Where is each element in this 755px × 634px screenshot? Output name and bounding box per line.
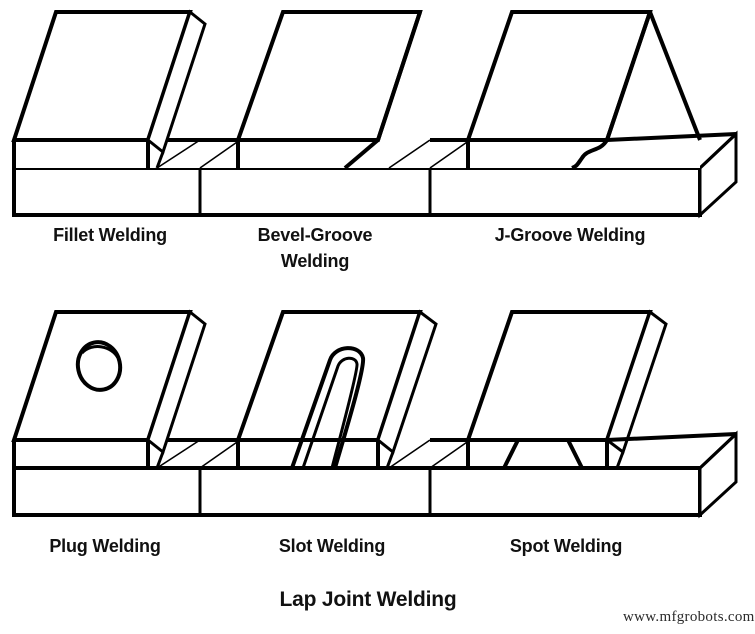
base-plate-front-lower-upper-row bbox=[12, 166, 702, 217]
slot-spot-gap-line-a bbox=[388, 439, 431, 469]
spot-nugget-right-slant bbox=[566, 439, 584, 469]
fillet-bevel-gap-line-a bbox=[156, 139, 201, 169]
slot-cut-inner bbox=[301, 356, 359, 469]
lower-row-right-plate-upper-edge bbox=[606, 432, 737, 442]
label-fillet-welding: Fillet Welding bbox=[53, 225, 167, 245]
bevel-top-plate-right-slant bbox=[376, 11, 422, 141]
base-plate-right-end-upper-row bbox=[698, 130, 738, 219]
upper-row-right-plate-upper-edge bbox=[606, 132, 737, 142]
base-plate-right-end-lower-row bbox=[698, 430, 738, 519]
jgroove-curve bbox=[571, 138, 609, 170]
label-bevel-groove-welding: Bevel-Groove Welding bbox=[257, 225, 373, 271]
base-plate-top-edge-upper-row bbox=[698, 132, 738, 170]
slot-cut-outer bbox=[290, 346, 366, 469]
bevel-j-gap-line-b bbox=[429, 139, 471, 169]
base-plate-top-edge-lower-row bbox=[698, 432, 738, 470]
mid-band-upper-row bbox=[14, 140, 700, 168]
figure-title: Lap Joint Welding bbox=[279, 588, 457, 611]
plug-weld-side-drop bbox=[155, 451, 165, 469]
label-spot-welding: Spot Welding bbox=[509, 536, 623, 556]
fillet-weld-side-drop bbox=[155, 151, 165, 169]
label-slot-welding: Slot Welding bbox=[278, 536, 386, 556]
bevel-j-gap-line-a bbox=[388, 139, 431, 169]
plug-hole-inner-arc bbox=[80, 345, 120, 359]
base-plate-front-lower-lower-row bbox=[12, 466, 702, 517]
lower-row-assembly bbox=[11, 309, 738, 519]
upper-row-assembly bbox=[11, 9, 738, 219]
spot-nugget-left-slant bbox=[502, 439, 520, 469]
plug-slot-gap-line-b bbox=[199, 439, 241, 469]
bevel-top-plate-top-face bbox=[235, 10, 423, 142]
jgroove-top-plate-top-face bbox=[465, 10, 653, 142]
label-j-groove-welding: J-Groove Welding bbox=[494, 225, 646, 245]
slot-top-plate-side-drop bbox=[385, 451, 395, 469]
plug-slot-gap-line-a bbox=[156, 439, 201, 469]
spot-top-plate-side-drop bbox=[615, 451, 625, 469]
slot-spot-gap-line-b bbox=[429, 439, 471, 469]
plug-hole-outer bbox=[75, 340, 123, 392]
bevel-groove-bevel-line bbox=[343, 138, 380, 170]
upper-row-right-plate-front-edge bbox=[648, 11, 702, 141]
upper-row-right-end bbox=[606, 132, 737, 142]
label-plug-welding: Plug Welding bbox=[49, 536, 161, 556]
watermark-text: www.mfgrobots.com bbox=[623, 609, 755, 625]
fillet-bevel-gap-line-b bbox=[199, 139, 241, 169]
